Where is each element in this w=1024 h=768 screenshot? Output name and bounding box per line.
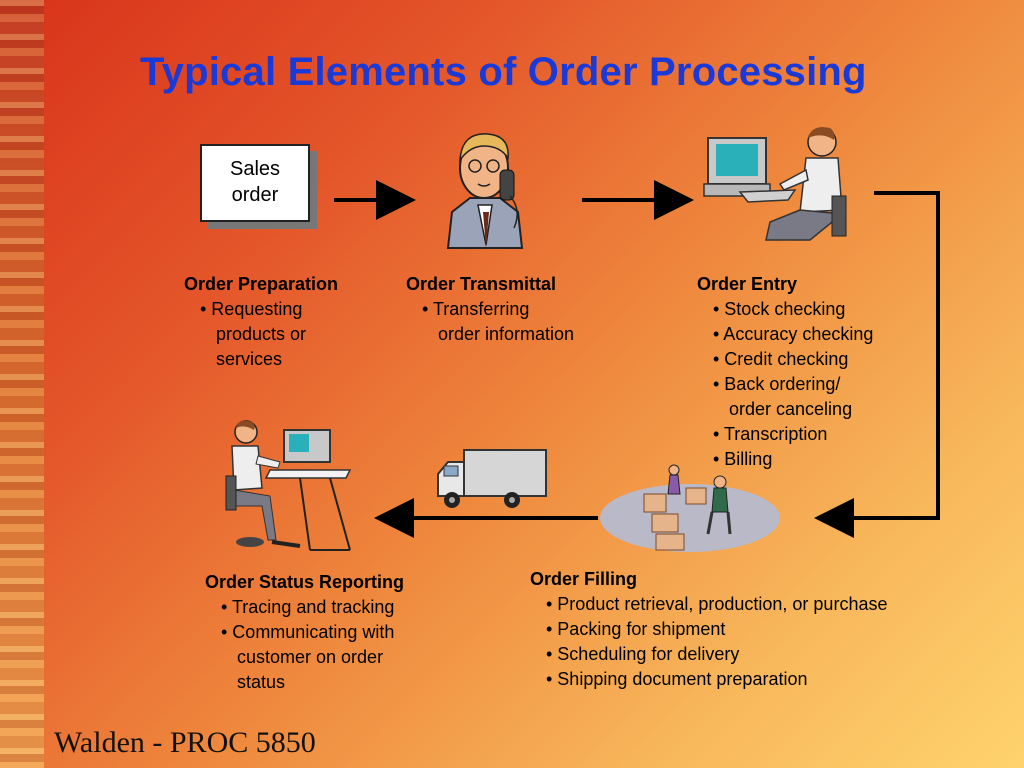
step-line: order canceling: [729, 399, 853, 419]
arrow-entry-to-filling: [814, 191, 940, 538]
step-line: products or: [216, 324, 307, 344]
step-line: order information: [438, 324, 575, 344]
step-line: • Transcription: [713, 424, 828, 444]
computer-operator-icon: [703, 127, 847, 241]
slide-title: Typical Elements of Order Processing: [140, 50, 867, 94]
step-line: customer on order: [237, 647, 384, 667]
step-heading: Order Filling: [530, 569, 638, 589]
desk-worker-icon: [225, 420, 352, 551]
step-line: • Packing for shipment: [546, 619, 726, 639]
step-order-status-reporting: Order Status Reporting • Tracing and tra…: [205, 570, 404, 695]
warehouse-workers-icon: [600, 464, 780, 552]
step-order-entry: Order Entry • Stock checking • Accuracy …: [697, 272, 873, 472]
sales-order-line-2: order: [231, 184, 279, 206]
step-line: • Accuracy checking: [713, 324, 874, 344]
step-line: • Shipping document preparation: [546, 669, 808, 689]
step-line: • Product retrieval, production, or purc…: [546, 594, 888, 614]
step-line: • Credit checking: [713, 349, 849, 369]
step-line: • Communicating with: [221, 622, 395, 642]
delivery-truck-icon: [437, 449, 547, 508]
step-heading: Order Transmittal: [406, 274, 557, 294]
step-line: • Back ordering/: [713, 374, 841, 394]
step-line: • Requesting: [200, 299, 303, 319]
step-order-filling: Order Filling • Product retrieval, produ…: [530, 567, 887, 692]
footer-course-label: Walden - PROC 5850: [54, 726, 316, 759]
step-line: • Stock checking: [713, 299, 846, 319]
step-line: • Billing: [713, 449, 773, 469]
step-heading: Order Entry: [697, 274, 798, 294]
step-order-transmittal: Order Transmittal • Transferring order i…: [406, 272, 574, 347]
step-line: • Tracing and tracking: [221, 597, 395, 617]
step-order-preparation: Order Preparation • Requesting products …: [184, 272, 338, 372]
step-line: • Transferring: [422, 299, 530, 319]
sales-order-document-icon: Sales order: [200, 144, 310, 222]
decorative-side-strip: [0, 0, 44, 768]
step-line: services: [216, 349, 283, 369]
step-line: status: [237, 672, 286, 692]
sales-order-line-1: Sales: [229, 158, 281, 180]
step-line: • Scheduling for delivery: [546, 644, 740, 664]
step-heading: Order Status Reporting: [205, 572, 405, 592]
step-heading: Order Preparation: [184, 274, 339, 294]
phone-person-icon: [446, 133, 524, 249]
